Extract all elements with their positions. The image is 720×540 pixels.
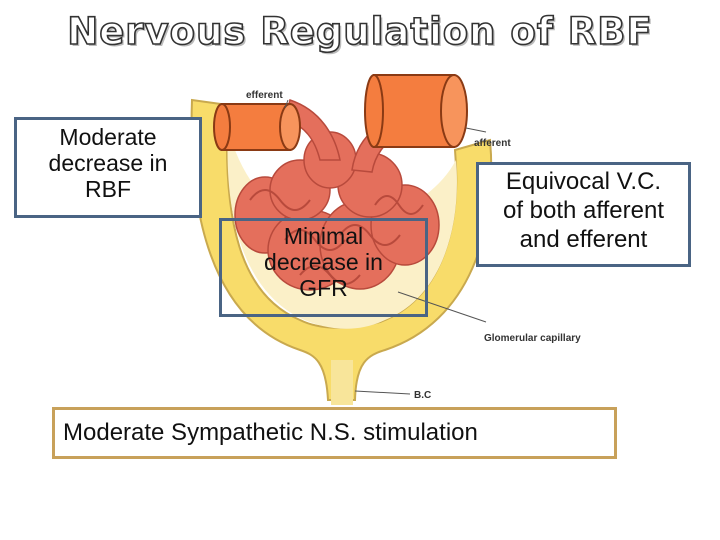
- rbf-line-1: Moderate: [59, 124, 157, 150]
- capillary-loops: [249, 189, 424, 285]
- glomerular-capillary-label: Glomerular capillary: [484, 333, 581, 344]
- rbf-box: Moderate decrease in RBF: [14, 117, 202, 218]
- afferent-arteriole: [364, 74, 468, 148]
- rbf-line-2: decrease in: [48, 150, 168, 176]
- efferent-label: efferent: [246, 90, 283, 101]
- bc-label: B.C: [414, 390, 432, 401]
- vc-line-1: Equivocal V.C.: [505, 168, 662, 195]
- vc-line-3: and efferent: [519, 226, 648, 253]
- gfr-line-3: GFR: [299, 275, 348, 301]
- rbf-line-3: RBF: [85, 176, 131, 202]
- leader-lines: [284, 99, 487, 395]
- efferent-arteriole: [213, 103, 301, 151]
- proximal-tubule: [331, 360, 353, 405]
- gfr-line-1: Minimal: [283, 223, 364, 249]
- vc-line-2: of both afferent: [502, 197, 664, 224]
- vasoconstriction-box: Equivocal V.C. of both afferent and effe…: [476, 162, 691, 267]
- afferent-label: afferent: [474, 138, 511, 149]
- gfr-box: Minimal decrease in GFR: [219, 218, 428, 317]
- page-title: Nervous Regulation of RBF: [66, 9, 653, 54]
- stimulation-box: Moderate Sympathetic N.S. stimulation: [52, 407, 617, 459]
- gfr-line-2: decrease in: [264, 249, 383, 275]
